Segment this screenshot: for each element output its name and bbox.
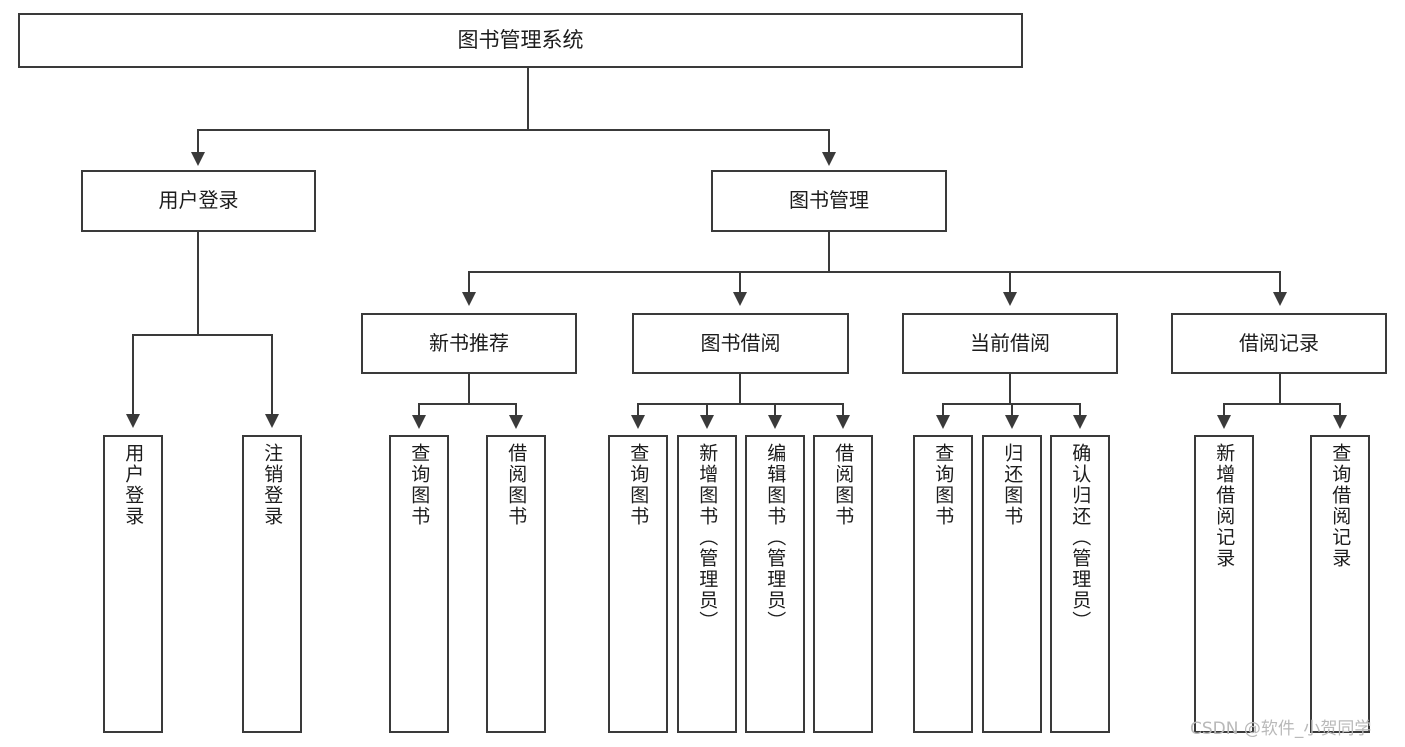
connector-bm-to-new-book (468, 271, 470, 295)
arrow-br-to-add-record-icon (1217, 415, 1231, 429)
leaf-label: 借阅图书 (505, 443, 528, 527)
leaf-user-login[interactable]: 用户登录 (103, 435, 163, 733)
connector-book-management-stem (828, 232, 830, 272)
leaf-label: 确认归还（管理员） (1069, 443, 1092, 632)
connector-new-book-bus (419, 403, 517, 405)
connector-book-borrow-stem (739, 374, 741, 404)
connector-user-login-left (132, 334, 134, 419)
leaf-label: 新增借阅记录 (1213, 443, 1236, 569)
leaf-label: 查询图书 (627, 443, 650, 527)
arrow-root-to-user-login-icon (191, 152, 205, 166)
arrow-root-to-book-management-icon (822, 152, 836, 166)
connector-root-to-user-login (197, 129, 199, 155)
node-current-borrow[interactable]: 当前借阅 (902, 313, 1118, 374)
leaf-label: 查询图书 (932, 443, 955, 527)
arrow-bb-to-edit-book-icon (768, 415, 782, 429)
arrow-cb-to-query-book-icon (936, 415, 950, 429)
connector-new-book-stem (468, 374, 470, 404)
watermark-text: CSDN @软件_小贺同学 (1190, 719, 1372, 739)
arrow-bb-to-borrow-book-icon (836, 415, 850, 429)
leaf-return-book[interactable]: 归还图书 (982, 435, 1042, 733)
arrow-bm-to-current-borrow-icon (1003, 292, 1017, 306)
leaf-label: 注销登录 (261, 443, 284, 527)
node-label: 图书借阅 (700, 330, 781, 355)
arrow-bm-to-new-book-icon (462, 292, 476, 306)
leaf-label: 归还图书 (1001, 443, 1024, 527)
arrow-bb-to-query-book-icon (631, 415, 645, 429)
leaf-label: 借阅图书 (832, 443, 855, 527)
leaf-edit-book-admin[interactable]: 编辑图书（管理员） (745, 435, 805, 733)
leaf-borrow-book-recommend[interactable]: 借阅图书 (486, 435, 546, 733)
connector-new-book-right (515, 403, 517, 419)
leaf-query-book-current[interactable]: 查询图书 (913, 435, 973, 733)
leaf-query-book-borrow[interactable]: 查询图书 (608, 435, 668, 733)
node-borrow-record[interactable]: 借阅记录 (1171, 313, 1387, 374)
connector-user-login-bus (133, 334, 273, 336)
arrow-bm-to-borrow-record-icon (1273, 292, 1287, 306)
leaf-logout[interactable]: 注销登录 (242, 435, 302, 733)
connector-borrow-record-bus (1224, 403, 1341, 405)
node-new-book-recommend[interactable]: 新书推荐 (361, 313, 577, 374)
connector-br-2 (1339, 403, 1341, 419)
connector-root-to-book-management (828, 129, 830, 155)
connector-bm-to-book-borrow (739, 271, 741, 295)
connector-cb-1 (942, 403, 944, 419)
connector-book-management-bus (468, 271, 1280, 273)
leaf-label: 查询借阅记录 (1329, 443, 1352, 569)
node-label: 当前借阅 (970, 330, 1050, 355)
leaf-label: 用户登录 (122, 443, 145, 527)
arrow-bb-to-add-book-icon (700, 415, 714, 429)
connector-book-borrow-bus (638, 403, 843, 405)
connector-bb-4 (842, 403, 844, 419)
leaf-query-borrow-record[interactable]: 查询借阅记录 (1310, 435, 1370, 733)
arrow-user-login-to-login-icon (126, 414, 140, 428)
connector-cb-3 (1079, 403, 1081, 419)
connector-new-book-left (418, 403, 420, 419)
node-user-login[interactable]: 用户登录 (81, 170, 316, 232)
node-label: 图书管理系统 (457, 28, 584, 53)
leaf-query-book-recommend[interactable]: 查询图书 (389, 435, 449, 733)
arrow-bm-to-book-borrow-icon (733, 292, 747, 306)
connector-borrow-record-stem (1279, 374, 1281, 404)
connector-cb-2 (1011, 403, 1013, 419)
arrow-new-book-to-borrow-icon (509, 415, 523, 429)
arrow-cb-to-return-book-icon (1005, 415, 1019, 429)
connector-bb-2 (706, 403, 708, 419)
node-book-management[interactable]: 图书管理 (711, 170, 947, 232)
arrow-br-to-query-record-icon (1333, 415, 1347, 429)
connector-user-login-right (271, 334, 273, 419)
leaf-add-borrow-record[interactable]: 新增借阅记录 (1194, 435, 1254, 733)
node-label: 用户登录 (158, 188, 239, 213)
node-label: 借阅记录 (1239, 330, 1319, 355)
node-root-book-management-system[interactable]: 图书管理系统 (18, 13, 1023, 68)
leaf-borrow-book[interactable]: 借阅图书 (813, 435, 873, 733)
leaf-confirm-return-admin[interactable]: 确认归还（管理员） (1050, 435, 1110, 733)
node-label: 新书推荐 (429, 330, 509, 355)
node-book-borrow[interactable]: 图书借阅 (632, 313, 849, 374)
node-label: 图书管理 (789, 188, 869, 213)
leaf-label: 查询图书 (408, 443, 431, 527)
connector-bb-3 (774, 403, 776, 419)
arrow-new-book-to-query-icon (412, 415, 426, 429)
connector-bm-to-current-borrow (1009, 271, 1011, 295)
arrow-cb-to-confirm-return-icon (1073, 415, 1087, 429)
connector-current-borrow-stem (1009, 374, 1011, 404)
connector-root-bus (197, 129, 829, 131)
leaf-label: 编辑图书（管理员） (764, 443, 787, 632)
leaf-label: 新增图书（管理员） (696, 443, 719, 632)
connector-bb-1 (637, 403, 639, 419)
connector-br-1 (1223, 403, 1225, 419)
connector-root-stem (527, 68, 529, 130)
connector-bm-to-borrow-record (1279, 271, 1281, 295)
arrow-user-login-to-logout-icon (265, 414, 279, 428)
leaf-add-book-admin[interactable]: 新增图书（管理员） (677, 435, 737, 733)
connector-user-login-stem (197, 232, 199, 336)
